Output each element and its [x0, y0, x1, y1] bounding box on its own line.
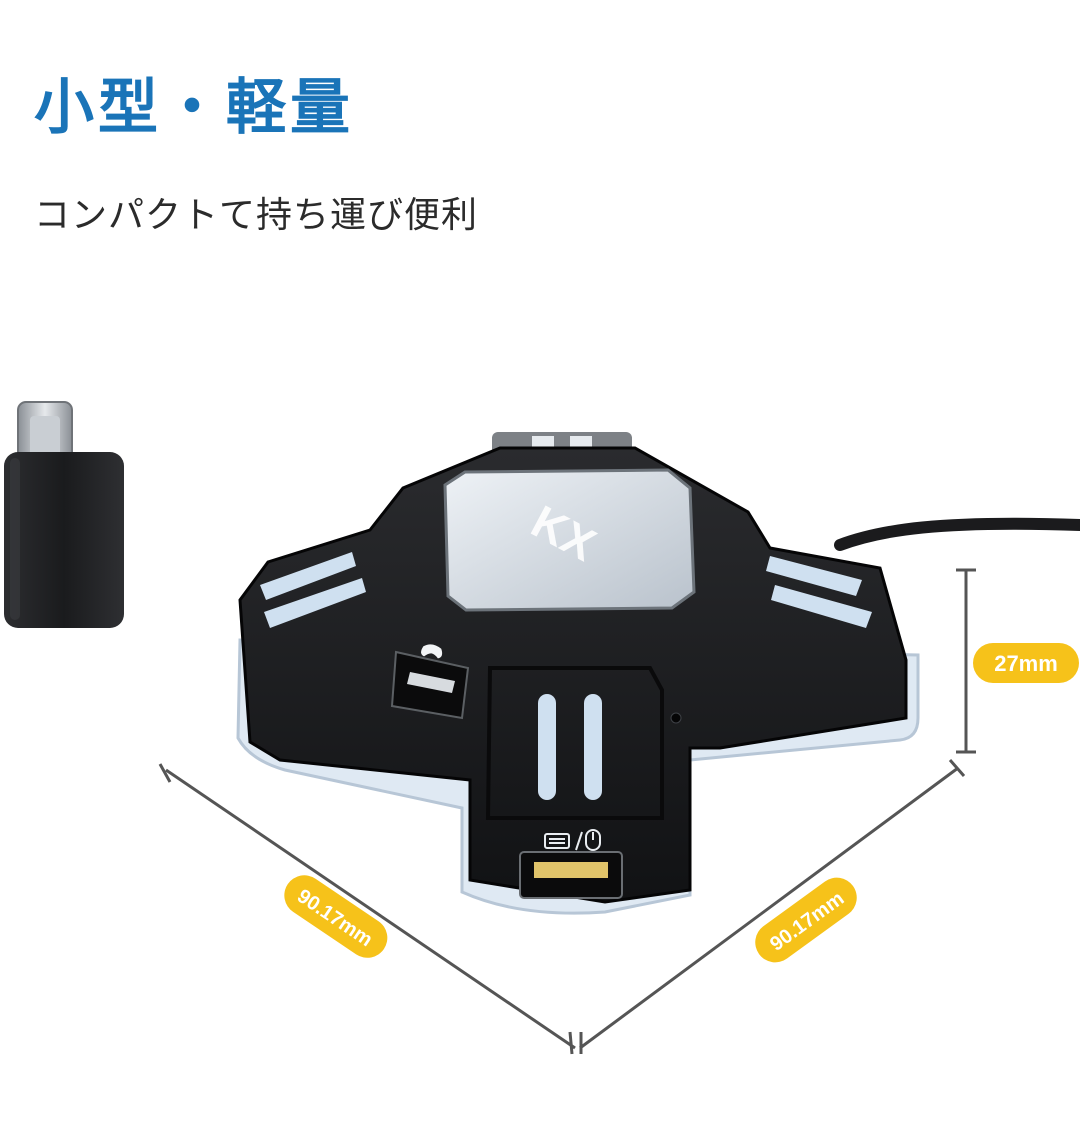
height-badge — [973, 643, 1079, 683]
width-badge — [284, 875, 388, 958]
usb-c-adapter — [4, 401, 124, 628]
depth-dimension: 90.17mm — [579, 759, 966, 1054]
height-dimension: 27mm — [956, 568, 1079, 754]
right-led-strips — [766, 556, 872, 628]
depth-badge — [755, 877, 857, 963]
usb-port-controller — [390, 650, 470, 720]
left-led-strips — [260, 552, 366, 628]
front-led-strips — [538, 694, 602, 800]
device-cable — [834, 517, 1080, 551]
gamepad-icon — [421, 644, 443, 659]
converter-device: KX — [236, 432, 920, 915]
page-title: 小型・軽量 — [34, 73, 354, 143]
keyboard-icon — [544, 833, 570, 849]
page-subtitle: コンパクトて持ち運び便利 — [34, 195, 479, 236]
adapter-body — [4, 452, 124, 628]
device-top-panel — [443, 468, 696, 612]
mouse-icon — [585, 829, 601, 851]
usb-port-keyboard-mouse — [519, 851, 623, 899]
height-label: 27mm — [994, 651, 1058, 676]
device-body — [238, 446, 908, 904]
